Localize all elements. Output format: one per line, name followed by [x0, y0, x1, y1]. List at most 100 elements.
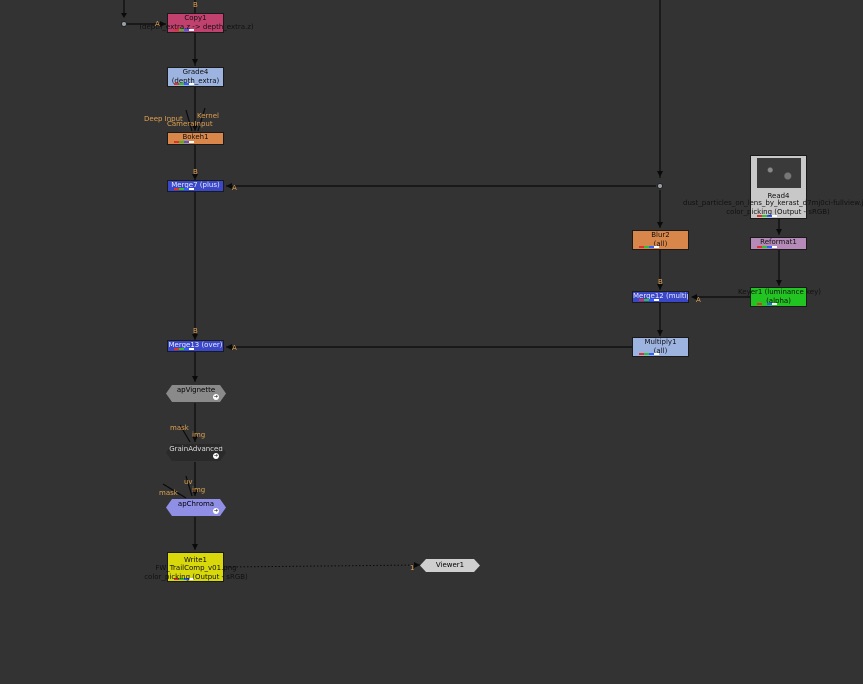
node-title: Bokeh1	[182, 133, 209, 141]
node-title: Grade4	[182, 68, 209, 76]
node-colorspace: color_picking (Output - sRGB)	[144, 573, 248, 581]
node-keyer1[interactable]: Keyer1 (luminance key) (alpha)	[738, 287, 821, 307]
node-title: Merge13 (over)	[168, 341, 223, 349]
channel-indicator	[757, 303, 781, 305]
node-title: Read4	[767, 192, 790, 200]
dot-node[interactable]	[657, 183, 663, 189]
node-grade4[interactable]: Grade4 (depth_extra)	[167, 67, 224, 87]
node-title: Reformat1	[760, 238, 797, 246]
node-title: apVignette	[176, 386, 216, 394]
wire-arrow	[657, 284, 663, 290]
node-filename: FW_TrailComp_v01.png	[155, 564, 237, 572]
wire-arrow	[160, 21, 166, 27]
node-colorspace: color_picking (Output - sRGB)	[726, 208, 830, 216]
node-apvignette[interactable]: apVignette ➜	[166, 385, 226, 402]
gizmo-arrow-icon: ➜	[213, 508, 219, 514]
wire-arrow	[121, 13, 127, 18]
input-label-b: B	[193, 327, 198, 335]
node-read4[interactable]: Read4	[750, 155, 807, 219]
wire-arrow	[657, 222, 663, 228]
wire-arrow	[776, 229, 782, 235]
node-title: Viewer1	[435, 561, 465, 569]
input-label-uv: uv	[184, 478, 193, 486]
viewer-wire	[225, 564, 421, 568]
wire-arrow	[776, 280, 782, 286]
input-label-mask: mask	[159, 489, 178, 497]
wire-arrow	[192, 174, 198, 180]
node-title: Merge12 (multiply)	[633, 292, 688, 300]
node-viewer1[interactable]: Viewer1	[420, 559, 480, 572]
wire-arrow	[192, 125, 198, 131]
gizmo-arrow-icon: ➜	[213, 394, 219, 400]
wire-arrow	[691, 294, 697, 300]
input-label-a: A	[232, 184, 237, 192]
input-label-img: img	[192, 486, 206, 494]
node-apchroma[interactable]: apChroma ➜	[166, 499, 226, 516]
channel-indicator	[757, 215, 781, 217]
wire-arrow	[226, 183, 232, 189]
dot-node[interactable]	[121, 21, 127, 27]
node-grainadvanced[interactable]: GrainAdvanced ➜	[166, 444, 226, 461]
node-bokeh1[interactable]: Bokeh1	[167, 132, 224, 145]
node-title: Keyer1 (luminance key)	[738, 288, 821, 296]
node-title: Merge7 (plus)	[171, 181, 220, 189]
node-filename: dust_particles_on_lens_by_kerast_d7mj0ci…	[683, 199, 863, 207]
node-blur2[interactable]: Blur2 (all)	[632, 230, 689, 250]
channel-indicator	[174, 29, 198, 31]
wire	[185, 475, 193, 497]
node-merge12[interactable]: Merge12 (multiply)	[632, 291, 689, 303]
wire-arrow	[192, 544, 198, 550]
wire-arrow	[192, 334, 198, 340]
node-copy1[interactable]: Copy1 (depth_extra.z -> depth_extra.z)	[139, 13, 254, 33]
node-merge7[interactable]: Merge7 (plus)	[167, 180, 224, 192]
node-subtitle: (all)	[653, 240, 668, 248]
channel-indicator	[174, 83, 198, 85]
input-label-viewer: 1	[410, 564, 415, 572]
input-label-a: A	[232, 344, 237, 352]
gizmo-arrow-icon: ➜	[213, 453, 219, 459]
node-reformat1[interactable]: Reformat1	[750, 237, 807, 250]
node-title: Blur2	[651, 231, 670, 239]
input-label-a: A	[696, 296, 701, 304]
wire-arrow	[657, 171, 663, 177]
input-label-b: B	[658, 278, 663, 286]
wire-arrow	[657, 330, 663, 336]
channel-indicator	[639, 246, 663, 248]
wire-arrow	[192, 376, 198, 382]
channel-indicator	[639, 353, 663, 355]
wire	[197, 107, 206, 132]
channel-indicator	[174, 578, 198, 580]
input-label-img: img	[192, 431, 206, 439]
channel-indicator	[174, 188, 198, 190]
channel-indicator	[174, 141, 198, 143]
wire-arrow	[226, 344, 232, 350]
wire-arrow	[192, 59, 198, 65]
node-title: Write1	[184, 556, 207, 564]
input-label-kernel: Kernel	[197, 112, 219, 120]
node-subtitle: (depth_extra.z -> depth_extra.z)	[139, 23, 254, 31]
channel-indicator	[757, 246, 781, 248]
wire-arrow	[192, 436, 198, 442]
node-subtitle: (depth_extra)	[171, 77, 220, 85]
input-label-b: B	[193, 1, 198, 9]
channel-indicator	[639, 299, 663, 301]
read-thumbnail	[756, 158, 801, 188]
node-title: Multiply1	[644, 338, 677, 346]
wire	[162, 483, 187, 499]
input-label-b: B	[193, 168, 198, 176]
node-title: Copy1	[184, 14, 207, 22]
node-merge13[interactable]: Merge13 (over)	[167, 340, 224, 352]
input-label-mask: mask	[170, 424, 189, 432]
wire-arrow	[414, 562, 420, 568]
wire-arrow	[192, 490, 198, 496]
node-title: GrainAdvanced	[169, 445, 223, 453]
node-multiply1[interactable]: Multiply1 (all)	[632, 337, 689, 357]
wire	[185, 109, 193, 132]
input-label-deep: Deep Input	[144, 115, 183, 123]
channel-indicator	[174, 348, 198, 350]
node-title: apChroma	[177, 500, 215, 508]
node-write1[interactable]: Write1	[167, 552, 224, 582]
node-subtitle: (alpha)	[766, 297, 791, 305]
input-label-a: A	[155, 20, 160, 28]
